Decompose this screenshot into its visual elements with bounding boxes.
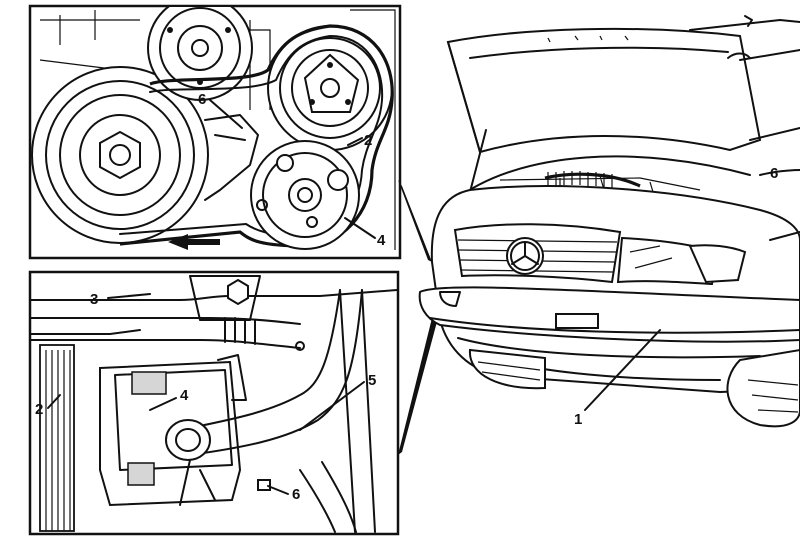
alternator-pulley [147, 7, 253, 101]
radiator-core [39, 344, 75, 532]
callout-label: 6 [770, 165, 778, 182]
callout-label: 3 [90, 291, 98, 308]
crankshaft-pulley [31, 66, 209, 244]
callout-label: 5 [368, 372, 376, 389]
lower-hose [165, 289, 363, 533]
callout-label: 6 [198, 91, 206, 108]
inset-connector [398, 180, 438, 455]
front-wheel [468, 348, 800, 428]
emblem-icon [506, 237, 544, 275]
radiator-hose-icon [31, 317, 305, 351]
callout-label: 2 [364, 132, 372, 149]
callout-label: 4 [377, 232, 386, 249]
vehicle-front-icon [418, 15, 800, 428]
callout-label: 1 [574, 411, 582, 428]
callout-label: 6 [292, 486, 300, 503]
compressor-pulley [267, 25, 393, 151]
callout-label: 4 [180, 387, 189, 404]
tensioner-pulley [250, 140, 360, 250]
direction-arrow-icon [168, 234, 220, 250]
hose-detail-inset: 3 4 2 5 6 [28, 270, 400, 536]
belt-drive-inset: 6 2 4 [28, 4, 402, 260]
callout-label: 2 [35, 401, 43, 418]
